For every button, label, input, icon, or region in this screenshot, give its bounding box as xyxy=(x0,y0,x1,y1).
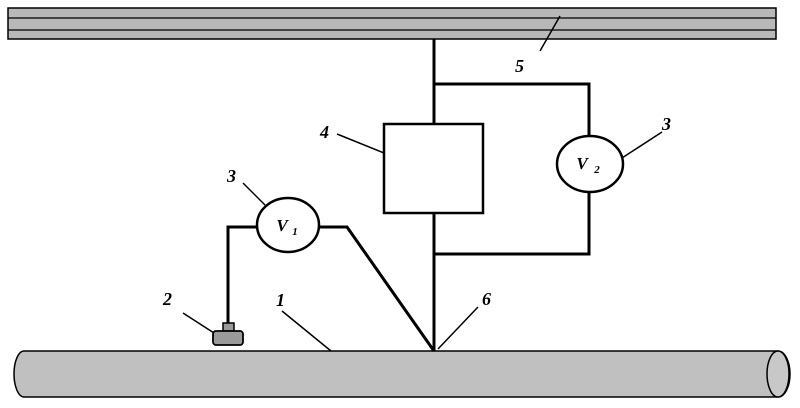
leader-contact xyxy=(437,306,479,350)
leader-pipe xyxy=(281,310,332,352)
v1-letter: V xyxy=(276,216,289,235)
v1-to-contact-wire xyxy=(318,225,436,352)
v2-letter: V xyxy=(576,154,589,173)
electrode-wire xyxy=(226,225,257,326)
label-pipe: 1 xyxy=(276,290,285,310)
voltmeter-v1: V 1 xyxy=(255,196,321,254)
v2-subscript: 2 xyxy=(593,164,600,176)
voltmeter-v2: V 2 xyxy=(555,134,625,194)
leader-v2 xyxy=(621,131,663,159)
v2-branch-top-wire xyxy=(434,82,591,136)
label-contact: 6 xyxy=(482,289,491,309)
label-electrode: 2 xyxy=(162,289,172,309)
v2-branch-bottom-wire xyxy=(434,192,591,256)
label-rail: 5 xyxy=(515,56,524,76)
leader-rail xyxy=(539,15,561,52)
label-voltmeter-right: 3 xyxy=(661,114,671,134)
pipe xyxy=(13,350,791,398)
label-unit: 4 xyxy=(319,122,329,142)
leader-electrode xyxy=(182,312,215,334)
v1-subscript: 1 xyxy=(292,226,298,238)
leader-unit xyxy=(336,133,385,154)
label-voltmeter-left: 3 xyxy=(226,166,236,186)
leader-v1 xyxy=(242,182,266,206)
overhead-rail xyxy=(7,7,777,40)
reference-electrode xyxy=(212,322,244,346)
unit-block xyxy=(382,122,485,215)
